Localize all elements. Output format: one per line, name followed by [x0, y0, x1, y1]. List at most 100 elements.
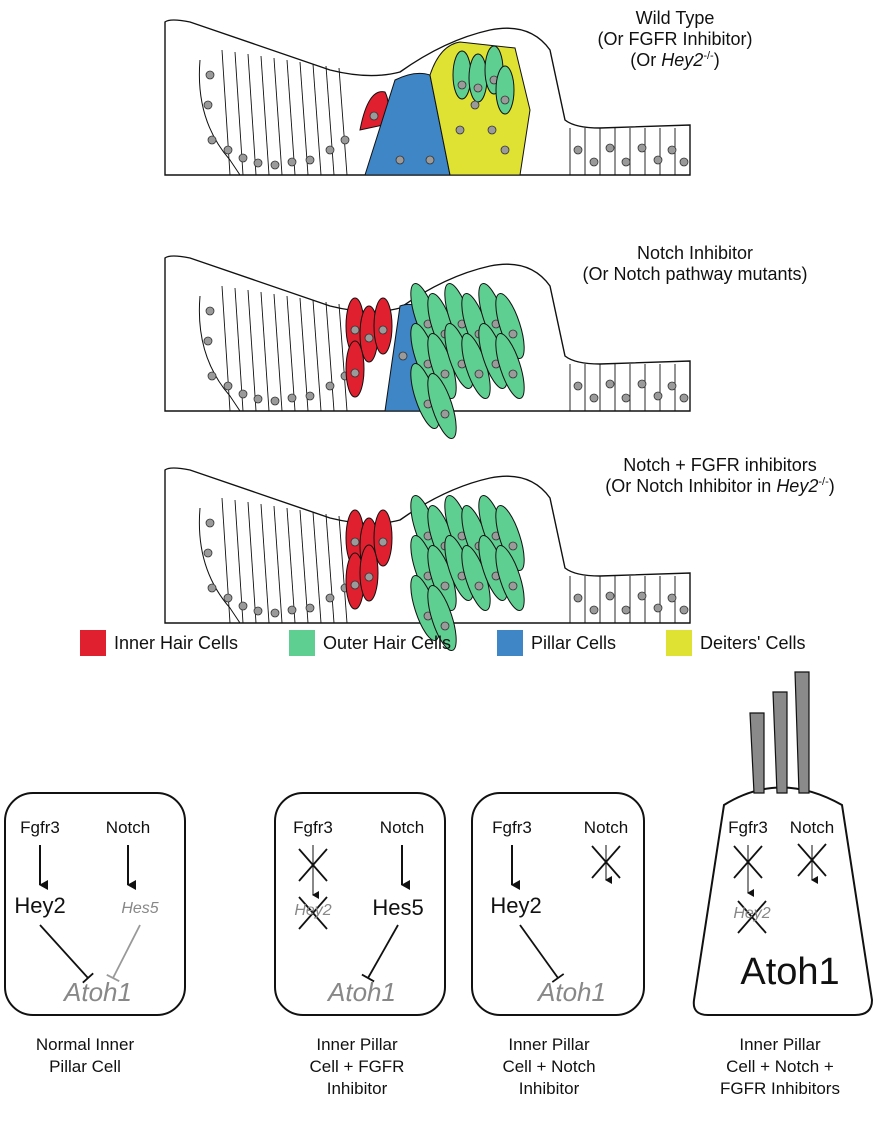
cell-nucleus [204, 337, 212, 345]
legend-swatch-outer-hair [289, 630, 315, 656]
legend-inner-hair-cells: Inner Hair Cells [80, 630, 238, 656]
cell-nucleus [365, 334, 373, 342]
cell-nucleus [668, 594, 676, 602]
outer-hair-cell [469, 54, 487, 102]
cell-nucleus [326, 146, 334, 154]
cell-nucleus [509, 542, 517, 550]
panel-label-wild-type: Wild Type (Or FGFR Inhibitor) (Or Hey2-/… [590, 8, 760, 72]
legend-outer-hair-cells: Outer Hair Cells [289, 630, 451, 656]
cell-nucleus [441, 622, 449, 630]
cell-nucleus [680, 158, 688, 166]
cell-nucleus [239, 602, 247, 610]
cell-nucleus [306, 604, 314, 612]
cell-nucleus [456, 126, 464, 134]
cell-nucleus [206, 71, 214, 79]
cell-nucleus [501, 146, 509, 154]
cell-nucleus [622, 394, 630, 402]
cell-nucleus [680, 394, 688, 402]
cell-nucleus [208, 584, 216, 592]
cell-nucleus [204, 549, 212, 557]
cell-nucleus [475, 582, 483, 590]
signal-notch: Notch [380, 818, 424, 838]
cell-nucleus [654, 156, 662, 164]
cell-nucleus [488, 126, 496, 134]
cell-nucleus [224, 382, 232, 390]
cell-nucleus [458, 81, 466, 89]
cell-nucleus [509, 370, 517, 378]
target-hey2: Hey2 [14, 893, 65, 919]
cell-nucleus [370, 112, 378, 120]
cell-nucleus [509, 330, 517, 338]
cell-nucleus [574, 594, 582, 602]
cell-nucleus [426, 156, 434, 164]
cell-nucleus [441, 370, 449, 378]
signal-fgfr3: Fgfr3 [728, 818, 768, 838]
cell-nucleus [288, 394, 296, 402]
panel-label-notch-inhibitor: Notch Inhibitor (Or Notch pathway mutant… [545, 243, 845, 285]
cell-nucleus [654, 392, 662, 400]
cell-nucleus [654, 604, 662, 612]
cell-nucleus [379, 326, 387, 334]
stereocilium [750, 713, 764, 793]
stereocilium [795, 672, 809, 793]
output-atoh1: Atoh1 [740, 951, 839, 994]
cell-nucleus [606, 144, 614, 152]
cell-nucleus [622, 158, 630, 166]
cell-nucleus [271, 609, 279, 617]
legend-swatch-deiters [666, 630, 692, 656]
cell-nucleus [254, 607, 262, 615]
legend-swatch-inner-hair [80, 630, 106, 656]
cell-nucleus [351, 581, 359, 589]
signal-fgfr3: Fgfr3 [293, 818, 333, 838]
cell-nucleus [668, 382, 676, 390]
cell-nucleus [441, 582, 449, 590]
cell-nucleus [638, 144, 646, 152]
signal-notch: Notch [790, 818, 834, 838]
cell-nucleus [306, 156, 314, 164]
cell-nucleus [668, 146, 676, 154]
cell-nucleus [638, 592, 646, 600]
output-atoh1: Atoh1 [64, 977, 132, 1008]
signal-notch: Notch [584, 818, 628, 838]
panel-label-notch-fgfr: Notch + FGFR inhibitors (Or Notch Inhibi… [560, 455, 880, 497]
target-hey2: Hey2 [490, 893, 541, 919]
cell-nucleus [271, 397, 279, 405]
cell-nucleus [471, 101, 479, 109]
outer-hair-cell [453, 51, 471, 99]
cell-nucleus [396, 156, 404, 164]
cell-nucleus [306, 392, 314, 400]
cell-nucleus [475, 370, 483, 378]
tissue-panels [165, 20, 690, 653]
cell-nucleus [441, 410, 449, 418]
cell-nucleus [351, 538, 359, 546]
cell-nucleus [574, 382, 582, 390]
cell-nucleus [288, 606, 296, 614]
cell-nucleus [208, 372, 216, 380]
cell-nucleus [590, 606, 598, 614]
cell-nucleus [365, 573, 373, 581]
cell-nucleus [204, 101, 212, 109]
stereocilium [773, 692, 787, 793]
cell-nucleus [239, 390, 247, 398]
hey2-mutant-label: (Or Hey2-/-) [590, 50, 760, 71]
cell-nucleus [326, 594, 334, 602]
cell-nucleus [206, 519, 214, 527]
cell-nucleus [341, 136, 349, 144]
cell-nucleus [254, 395, 262, 403]
target-hey2: Hey2 [733, 905, 770, 923]
signal-notch: Notch [106, 818, 150, 838]
legend-swatch-pillar [497, 630, 523, 656]
output-atoh1: Atoh1 [538, 977, 606, 1008]
legend-deiters-cells: Deiters' Cells [666, 630, 805, 656]
cell-nucleus [224, 594, 232, 602]
cell-nucleus [501, 96, 509, 104]
cell-nucleus [680, 606, 688, 614]
cell-nucleus [379, 538, 387, 546]
cell-nucleus [622, 606, 630, 614]
target-hes5: Hes5 [121, 900, 158, 918]
cell-nucleus [206, 307, 214, 315]
cell-nucleus [590, 394, 598, 402]
